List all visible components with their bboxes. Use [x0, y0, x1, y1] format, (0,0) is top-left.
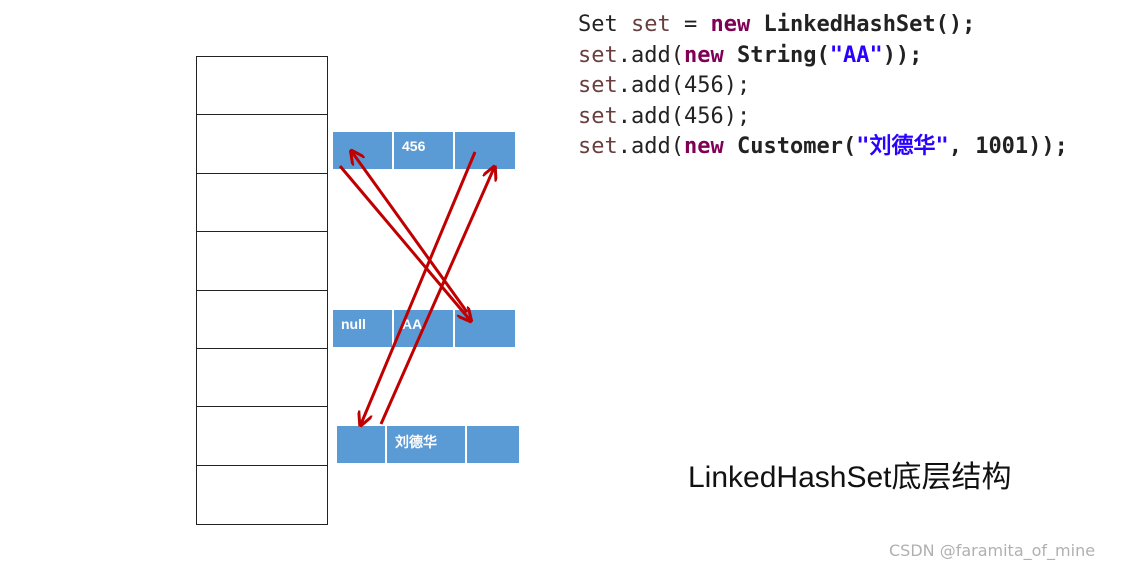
node-before-cell: null — [333, 310, 394, 347]
code-line: set.add(new String("AA")); — [578, 42, 923, 68]
table-slot — [197, 115, 327, 174]
node-after-cell — [467, 426, 519, 463]
table-slot — [197, 407, 327, 466]
code-line: set.add(456); — [578, 103, 751, 129]
node-before-cell — [337, 426, 387, 463]
arrow-456-to-aa — [338, 165, 470, 320]
watermark: CSDN @faramita_of_mine — [889, 541, 1096, 560]
code-line: set.add(456); — [578, 73, 751, 99]
arrow-liudehua-to-456 — [379, 168, 494, 425]
table-slot — [197, 174, 327, 233]
arrow-aa-to-456 — [352, 152, 469, 313]
node-value-cell: 刘德华 — [387, 426, 467, 463]
code-line: Set set = new LinkedHashSet(); — [578, 12, 976, 37]
arrow-456-to-liudehua — [361, 151, 477, 424]
diagram-caption: LinkedHashSet底层结构 — [688, 461, 1012, 494]
table-slot — [197, 349, 327, 408]
code-snippet: Set set = new LinkedHashSet(); set.add(ne… — [578, 10, 1068, 163]
table-slot — [197, 232, 327, 291]
node-liudehua: 刘德华 — [337, 426, 519, 463]
hash-table — [196, 56, 328, 526]
node-value-cell: 456 — [394, 132, 455, 169]
code-line: set.add(new Customer("刘德华", 1001)); — [578, 134, 1068, 160]
table-slot — [197, 57, 327, 116]
table-slot — [197, 291, 327, 349]
